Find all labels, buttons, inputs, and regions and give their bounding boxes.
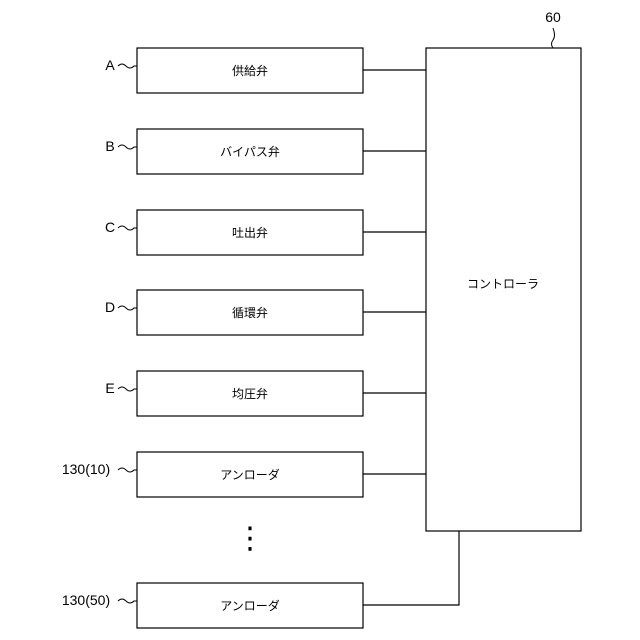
component-ref-unloader-10: 130(10) [62,461,110,477]
component-ref-b: B [105,138,114,154]
component-ref-leader-b [118,145,137,149]
controller-ref: 60 [545,9,561,25]
component-ref-leader-a [118,64,137,68]
component-label-a: 供給弁 [232,63,268,78]
component-label-unloader-10: アンローダ [220,467,280,482]
component-ref-e: E [105,380,114,396]
component-ref-a: A [105,57,115,73]
component-label-c: 吐出弁 [232,225,268,240]
component-ref-leader-c [118,226,137,230]
connector-unloader-50 [363,531,459,605]
component-ref-d: D [105,299,115,315]
component-label-e: 均圧弁 [232,386,268,401]
component-ref-leader-e [118,387,137,391]
controller-ref-leader [552,28,555,48]
component-ref-unloader-50: 130(50) [62,592,110,608]
component-label-d: 循環弁 [232,305,268,320]
component-label-b: バイパス弁 [220,144,280,159]
controller-label: コントローラ [467,277,539,291]
component-ref-c: C [105,219,115,235]
ellipsis: ⋮ [235,521,265,556]
component-label-unloader-50: アンローダ [220,598,280,613]
component-ref-leader-unloader-10 [118,468,137,472]
component-ref-leader-unloader-50 [118,599,137,603]
component-ref-leader-d [118,306,137,310]
